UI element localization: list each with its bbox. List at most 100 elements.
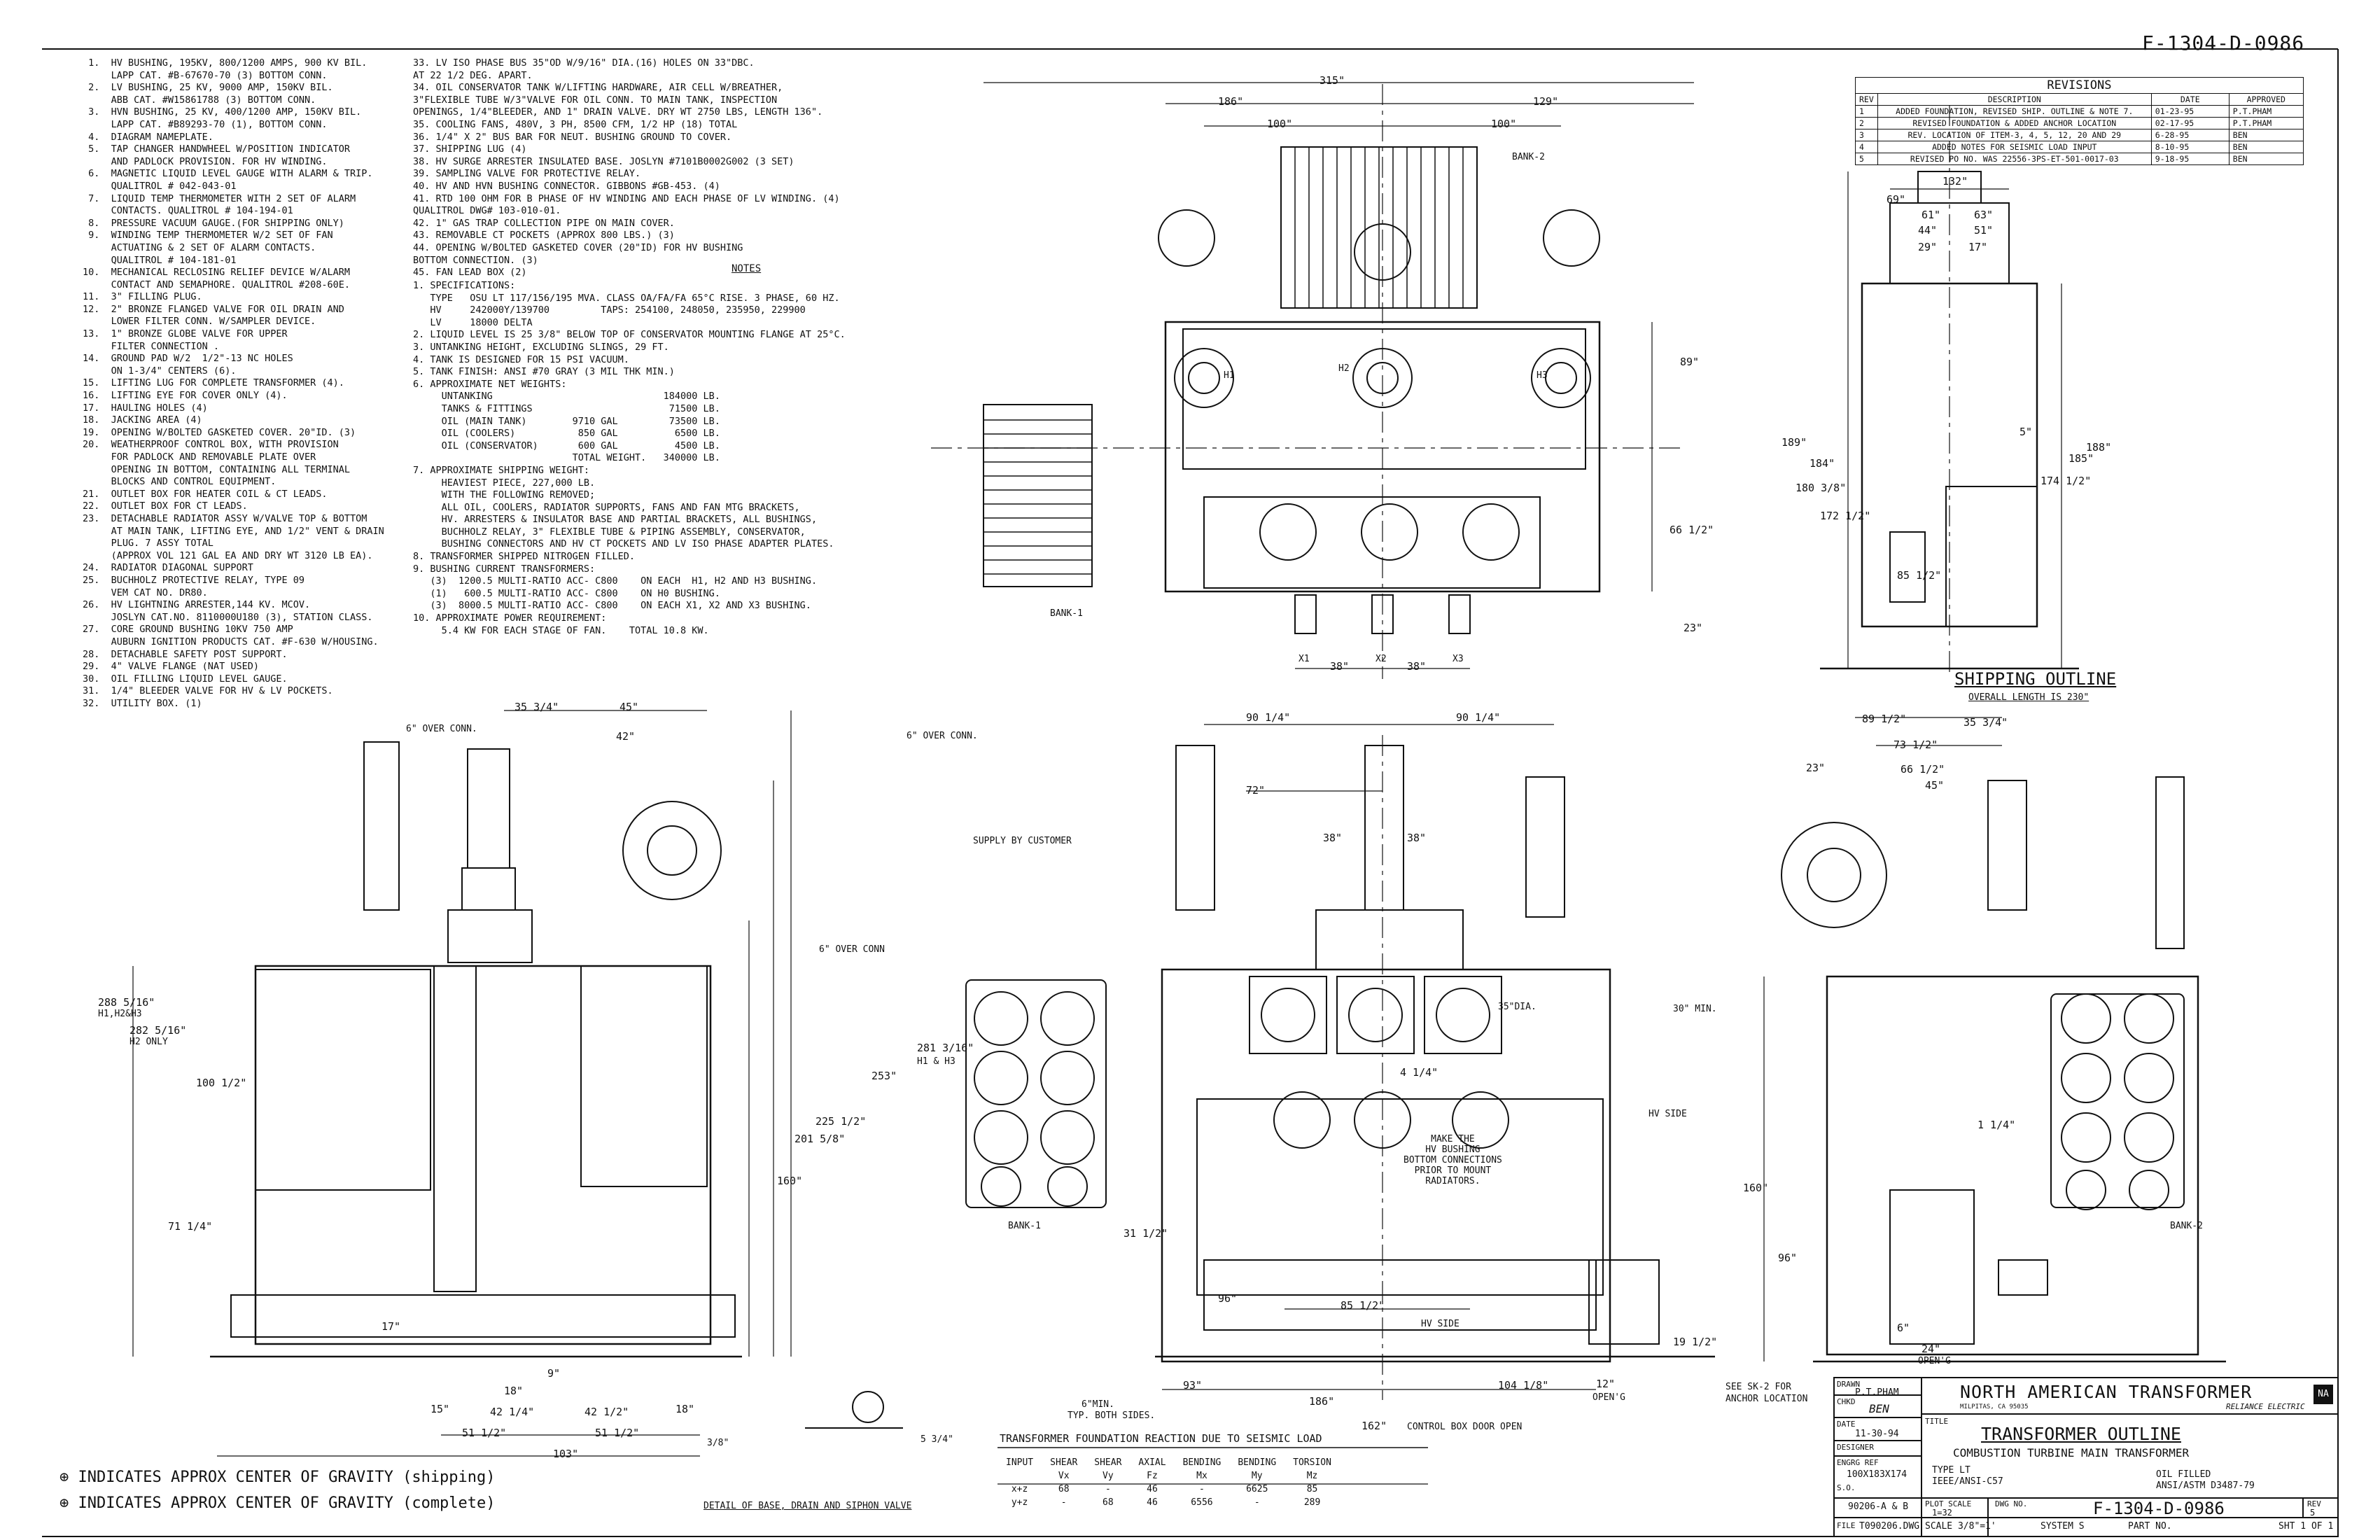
note-line: 2. LV BUSHING, 25 KV, 9000 AMP, 150KV BI… [83,82,333,94]
note-line: 21. OUTLET BOX FOR HEATER COIL & CT LEAD… [83,488,328,500]
file-label: FILE [1837,1521,1856,1530]
dim-160-left: 160" [777,1175,803,1187]
chkd-value: BEN [1869,1402,1889,1415]
note-line: 4. DIAGRAM NAMEPLATE. [83,131,214,143]
revision-cell: 2 [1855,117,1878,130]
dim-4-1-4: 4 1/4" [1400,1066,1438,1079]
bank-2-label-right: BANK-2 [2170,1221,2203,1231]
cog-complete-legend: ⊕ INDICATES APPROX CENTER OF GRAVITY (co… [59,1496,496,1511]
seismic-cell: 68 [1058,1484,1070,1494]
cog-symbol-icon: ⊕ [59,1469,78,1486]
note-line: 17. HAULING HOLES (4) [83,402,208,414]
seismic-cell: 6556 [1191,1497,1213,1508]
see-sk-2-label: SEE SK-2 FOR [1726,1382,1791,1392]
note-line: 10. APPROXIMATE POWER REQUIREMENT: [413,612,607,624]
scale-text: SCALE 3/8"=1' [1925,1521,1996,1532]
right-side-view [1763,717,2226,1363]
dim-6-right: 6" [1897,1322,1910,1334]
so-value: 90206-A & B [1848,1502,1909,1512]
dim-9: 9" [547,1367,561,1380]
note-line: FOR PADLOCK AND REMOVABLE PLATE OVER [83,451,316,463]
astm-label: ANSI/ASTM D3487-79 [2156,1480,2255,1491]
dim-17-left: 17" [382,1320,401,1333]
dim-45-left: 45" [620,701,639,713]
note-line: 13. 1" BRONZE GLOBE VALVE FOR UPPER [83,328,288,340]
note-line: AND PADLOCK PROVISION. FOR HV WINDING. [83,155,328,167]
note-line: 5. TAP CHANGER HANDWHEEL W/POSITION INDI… [83,144,351,155]
note-line: 6. APPROXIMATE NET WEIGHTS: [413,378,567,390]
drawing-number-top: F-1304-D-0986 [2142,31,2305,55]
dim-281: 281 3/16" [917,1042,974,1054]
dim-89-1-2: 89 1/2" [1862,713,1907,725]
dim-38-front-left: 38" [1323,832,1343,844]
note-line: ON 1-3/4" CENTERS (6). [83,365,237,377]
note-line: 3. UNTANKING HEIGHT, EXCLUDING SLINGS, 2… [413,341,669,353]
dim-96-right: 96" [1778,1252,1798,1264]
note-line: LAPP CAT. #B-67670-70 (3) BOTTOM CONN. [83,69,328,81]
shipping-outline-view [1820,105,2079,672]
note-line: ABB CAT. #W15861788 (3) BOTTOM CONN. [83,94,316,106]
dim-186-front: 186" [1309,1395,1335,1408]
revision-cell: 01-23-95 [2150,105,2230,118]
dim-38-front-right: 38" [1407,832,1427,844]
hv-side-label-bottom: HV SIDE [1421,1319,1460,1329]
note-line: HV. ARRESTERS & INSULATOR BASE AND PARTI… [413,514,818,526]
note-line: 23. DETACHABLE RADIATOR ASSY W/VALVE TOP… [83,512,368,524]
h1-label: H1 [1224,370,1235,381]
file-value: T090206.DWG [1859,1521,1920,1532]
dim-129: 129" [1533,95,1559,108]
seismic-cell: - [1105,1484,1111,1494]
note-line: 18. JACKING AREA (4) [83,414,202,426]
dim-185: 185" [2068,452,2094,465]
note-line: 35. COOLING FANS, 480V, 3 PH, 8500 CFM, … [413,118,738,130]
seismic-cell: 46 [1147,1497,1158,1508]
note-line: OPENING IN BOTTOM, CONTAINING ALL TERMIN… [83,463,351,475]
type-label: TYPE LT [1932,1465,1970,1476]
dim-89: 89" [1680,356,1700,368]
note-line: CONTACTS. QUALITROL # 104-194-01 [83,205,293,217]
dim-63: 63" [1974,209,1994,221]
note-line: 39. SAMPLING VALVE FOR PROTECTIVE RELAY. [413,168,641,180]
note-line: LAPP CAT. #B89293-70 (1), BOTTOM CONN. [83,118,328,130]
date-label: DATE [1837,1420,1856,1429]
dim-71-1-4: 71 1/4" [168,1220,213,1233]
dim-253: 253" [872,1070,897,1082]
revisions-table: REVISIONS REV DESCRIPTION DATE APPROVED … [1855,77,2304,165]
dim-72: 72" [1246,784,1266,797]
note-line: 5.4 KW FOR EACH STAGE OF FAN. TOTAL 10.8… [413,624,709,636]
dim-85-1-2-front: 85 1/2" [1340,1299,1385,1312]
note-line: ALL OIL, COOLERS, RADIATOR SUPPORTS, FAN… [413,501,800,513]
dim-29: 29" [1918,241,1938,253]
revision-cell: 3 [1855,129,1878,141]
dim-18-right: 18" [676,1403,695,1415]
note-line: 3"FLEXIBLE TUBE W/3"VALVE FOR OIL CONN. … [413,94,778,106]
typ-both-sides-label: TYP. BOTH SIDES. [1068,1410,1156,1421]
dim-42-left: 42" [616,730,636,743]
note-line: 20. WEATHERPROOF CONTROL BOX, WITH PROVI… [83,439,339,451]
plot-scale-label: PLOT SCALE [1925,1499,1972,1508]
note-line: AT 22 1/2 DEG. APART. [413,69,533,81]
dim-31-1-2: 31 1/2" [1124,1227,1168,1240]
dim-315: 315" [1320,74,1345,87]
note-line: 11. 3" FILLING PLUG. [83,291,202,303]
dim-188: 188" [2086,441,2112,454]
rev-value: 5 [2310,1508,2316,1518]
dim-184: 184" [1809,457,1835,470]
revision-cell: ADDED FOUNDATION, REVISED SHIP. OUTLINE … [1877,105,2152,118]
note-line: 34. OIL CONSERVATOR TANK W/LIFTING HARDW… [413,82,783,94]
min-30-label: 30" MIN. [1673,1004,1717,1014]
note-line: 24. RADIATOR DIAGONAL SUPPORT [83,562,253,574]
note-line: 6. MAGNETIC LIQUID LEVEL GAUGE WITH ALAR… [83,168,373,180]
seismic-cell: 289 [1303,1497,1321,1508]
note-line: 40. HV AND HVN BUSHING CONNECTOR. GIBBON… [413,180,720,192]
note-line: CONTACT AND SEMAPHORE. QUALITROL #208-60… [83,279,351,290]
note-line: 1. HV BUSHING, 195KV, 800/1200 AMPS, 900… [83,57,368,69]
note-line: (1) 600.5 MULTI-RATIO ACC- C800 ON H0 BU… [413,587,720,599]
seismic-header-cell: SHEAR [1094,1457,1122,1468]
dim-172-1-2: 172 1/2" [1820,510,1871,522]
dim-5-3-4: 5 3/4" [920,1434,953,1445]
